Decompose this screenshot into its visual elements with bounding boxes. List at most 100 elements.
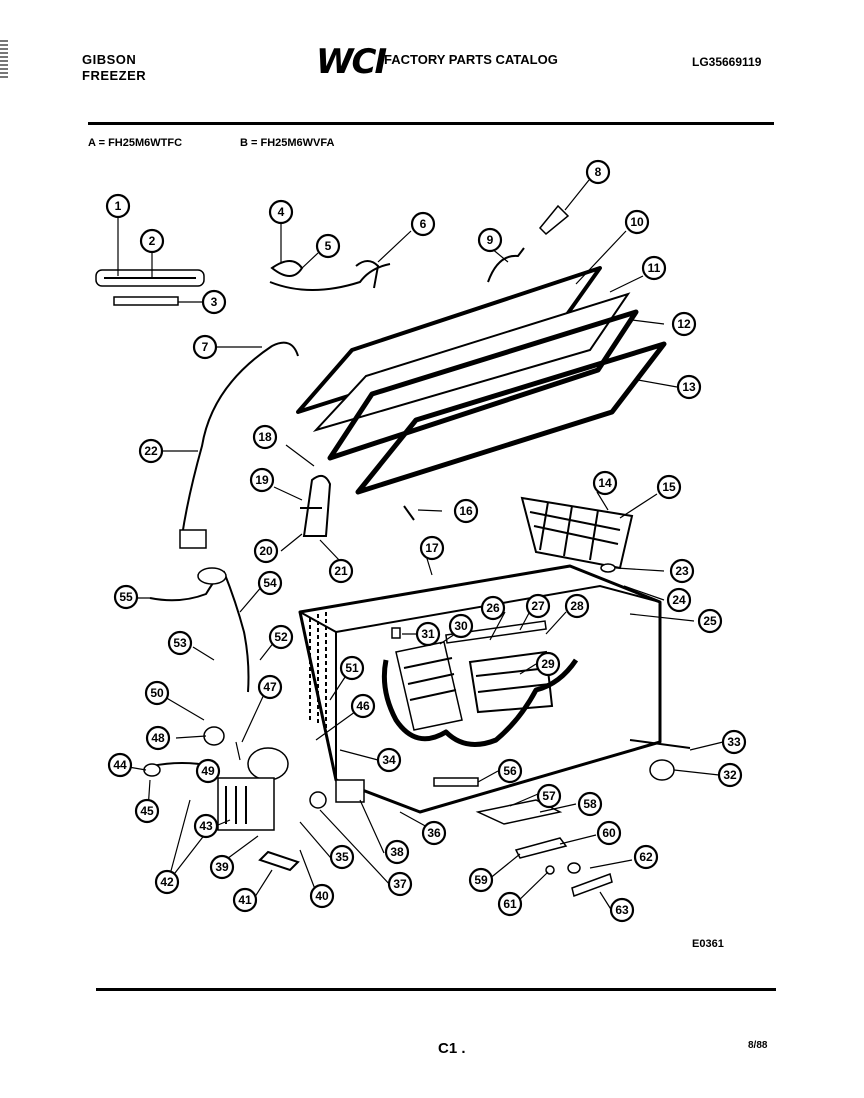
callout-label: 9 <box>487 233 494 247</box>
callout-5: 5 <box>315 233 341 259</box>
callout-8: 8 <box>585 159 611 185</box>
callout-label: 16 <box>459 504 473 518</box>
callout-label: 49 <box>201 764 215 778</box>
callout-label: 17 <box>425 541 439 555</box>
callout-label: 47 <box>263 680 277 694</box>
model-a: A = FH25M6WTFC <box>88 137 183 149</box>
callout-label: 28 <box>570 599 584 613</box>
callout-2: 2 <box>139 228 165 254</box>
callout-49: 49 <box>195 758 221 784</box>
callout-37: 37 <box>387 871 413 897</box>
callout-label: 1 <box>115 199 122 213</box>
revision-date: 8/88 <box>748 1040 768 1051</box>
callout-label: 39 <box>215 860 229 874</box>
callout-label: 46 <box>356 699 370 713</box>
callout-label: 55 <box>119 590 133 604</box>
callout-25: 25 <box>697 608 723 634</box>
callout-33: 33 <box>721 729 747 755</box>
model-b: B = FH25M6WVFA <box>240 137 335 149</box>
callout-label: 53 <box>173 636 187 650</box>
callout-23: 23 <box>669 558 695 584</box>
callout-32: 32 <box>717 762 743 788</box>
callout-label: 43 <box>199 819 213 833</box>
callout-52: 52 <box>268 624 294 650</box>
callout-label: 31 <box>421 627 435 641</box>
callout-61: 61 <box>497 891 523 917</box>
callout-58: 58 <box>577 791 603 817</box>
callout-label: 19 <box>255 473 269 487</box>
callout-label: 7 <box>202 340 209 354</box>
callout-label: 45 <box>140 804 154 818</box>
callout-48: 48 <box>145 725 171 751</box>
callout-label: 38 <box>390 845 404 859</box>
callout-label: 51 <box>345 661 359 675</box>
callout-label: 44 <box>113 758 127 772</box>
catalog-number: LG35669119 <box>692 55 762 69</box>
page-number: C1 . <box>438 1040 466 1057</box>
callout-label: 34 <box>382 753 396 767</box>
callout-50: 50 <box>144 680 170 706</box>
callout-label: 12 <box>677 317 691 331</box>
callout-56: 56 <box>497 758 523 784</box>
callout-24: 24 <box>666 587 692 613</box>
header-rule <box>88 122 774 125</box>
callout-42: 42 <box>154 869 180 895</box>
callout-label: 6 <box>420 217 427 231</box>
scan-margin-mark <box>0 40 8 80</box>
callout-39: 39 <box>209 854 235 880</box>
callout-13: 13 <box>676 374 702 400</box>
callout-label: 41 <box>238 893 252 907</box>
callout-label: 5 <box>325 239 332 253</box>
callout-28: 28 <box>564 593 590 619</box>
callout-label: 24 <box>672 593 686 607</box>
callout-label: 58 <box>583 797 597 811</box>
callout-label: 25 <box>703 614 717 628</box>
callout-31: 31 <box>415 621 441 647</box>
footer-rule <box>96 988 776 991</box>
figure-code: E0361 <box>692 938 724 950</box>
callout-label: 50 <box>150 686 164 700</box>
callout-19: 19 <box>249 467 275 493</box>
callout-label: 37 <box>393 877 407 891</box>
callout-29: 29 <box>535 651 561 677</box>
callout-label: 57 <box>542 789 556 803</box>
callout-label: 15 <box>662 480 676 494</box>
callout-label: 23 <box>675 564 689 578</box>
callout-label: 32 <box>723 768 737 782</box>
callout-46: 46 <box>350 693 376 719</box>
callout-label: 62 <box>639 850 653 864</box>
callout-54: 54 <box>257 570 283 596</box>
callout-3: 3 <box>201 289 227 315</box>
callout-label: 59 <box>474 873 488 887</box>
callout-label: 4 <box>278 205 285 219</box>
callout-label: 29 <box>541 657 555 671</box>
callout-38: 38 <box>384 839 410 865</box>
callout-18: 18 <box>252 424 278 450</box>
callout-20: 20 <box>253 538 279 564</box>
callout-15: 15 <box>656 474 682 500</box>
callout-label: 3 <box>211 295 218 309</box>
callout-34: 34 <box>376 747 402 773</box>
callout-label: 22 <box>144 444 158 458</box>
callout-44: 44 <box>107 752 133 778</box>
callout-label: 42 <box>160 875 174 889</box>
callout-label: 61 <box>503 897 517 911</box>
callout-label: 40 <box>315 889 329 903</box>
callout-label: 54 <box>263 576 277 590</box>
callout-label: 52 <box>274 630 288 644</box>
callout-label: 10 <box>630 215 644 229</box>
callout-40: 40 <box>309 883 335 909</box>
callout-10: 10 <box>624 209 650 235</box>
callout-label: 27 <box>531 599 545 613</box>
callout-label: 56 <box>503 764 517 778</box>
callout-1: 1 <box>105 193 131 219</box>
callout-6: 6 <box>410 211 436 237</box>
callout-57: 57 <box>536 783 562 809</box>
callout-43: 43 <box>193 813 219 839</box>
callout-14: 14 <box>592 470 618 496</box>
callout-35: 35 <box>329 844 355 870</box>
callout-59: 59 <box>468 867 494 893</box>
parts-artwork <box>95 204 691 897</box>
callout-60: 60 <box>596 820 622 846</box>
